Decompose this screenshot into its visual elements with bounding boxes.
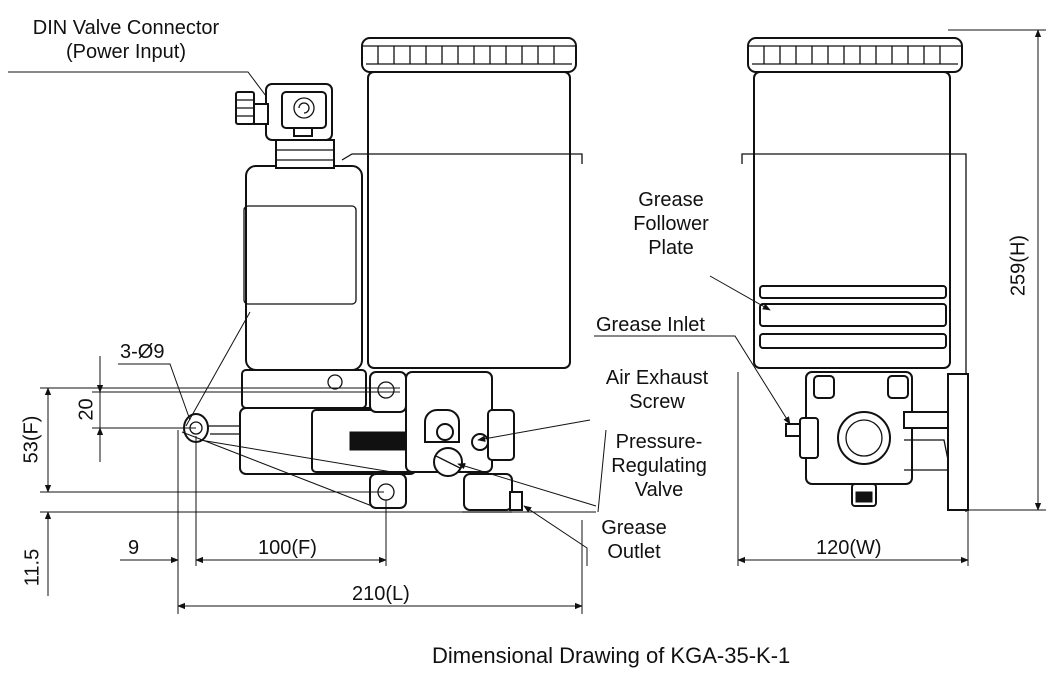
pressure-line1: Pressure- [615, 431, 703, 453]
leader-lines [8, 71, 791, 566]
dim-20-label: 20 [75, 398, 98, 421]
front-view [183, 37, 583, 513]
side-view [741, 37, 969, 512]
drawing-caption: Dimensional Drawing of KGA-35-K-1 [432, 643, 791, 668]
din-label-line2: (Power Input) [65, 41, 187, 63]
air-exhaust-label: Air Exhaust Screw [590, 366, 724, 414]
din-connector [235, 83, 333, 141]
grease-follower-label: Grease Follower Plate [616, 188, 726, 260]
dimension-lines [40, 29, 1046, 614]
hole-spec-label: 3-Ø9 [120, 341, 165, 363]
dim-120w-label: 120(W) [816, 537, 882, 559]
grease-outlet-label: Grease Outlet [588, 516, 680, 564]
grease-inlet-label: Grease Inlet [596, 314, 705, 336]
dim-210l-label: 210(L) [352, 583, 410, 605]
air-exhaust-line1: Air Exhaust [605, 367, 709, 389]
grease-outlet-line2: Outlet [607, 541, 661, 563]
dim-53f-label: 53(F) [20, 415, 43, 464]
dim-9-label: 9 [128, 537, 140, 559]
pressure-valve-label: Pressure- Regulating Valve [592, 430, 726, 502]
motor-body [245, 165, 363, 371]
grease-follower-line3: Plate [648, 237, 694, 259]
din-label-line1: DIN Valve Connector [32, 17, 220, 39]
grease-follower-line1: Grease [638, 189, 704, 211]
side-reservoir-lid [747, 37, 963, 73]
grease-outlet-line1: Grease [601, 517, 667, 539]
grease-follower-line2: Follower [633, 213, 709, 235]
follower-plate [759, 285, 947, 349]
pump-block [183, 369, 523, 513]
pressure-line3: Valve [634, 479, 684, 501]
reservoir [367, 71, 571, 369]
side-pump-block [785, 371, 969, 511]
dim-100f-label: 100(F) [258, 537, 317, 559]
dim-259h-label: 259(H) [1007, 234, 1030, 297]
pressure-line2: Regulating [611, 455, 707, 477]
air-exhaust-line2: Screw [629, 391, 685, 413]
din-connector-label: DIN Valve Connector (Power Input) [10, 16, 242, 64]
dim-11-5-label: 11.5 [21, 548, 44, 587]
reservoir-lid [361, 37, 577, 73]
